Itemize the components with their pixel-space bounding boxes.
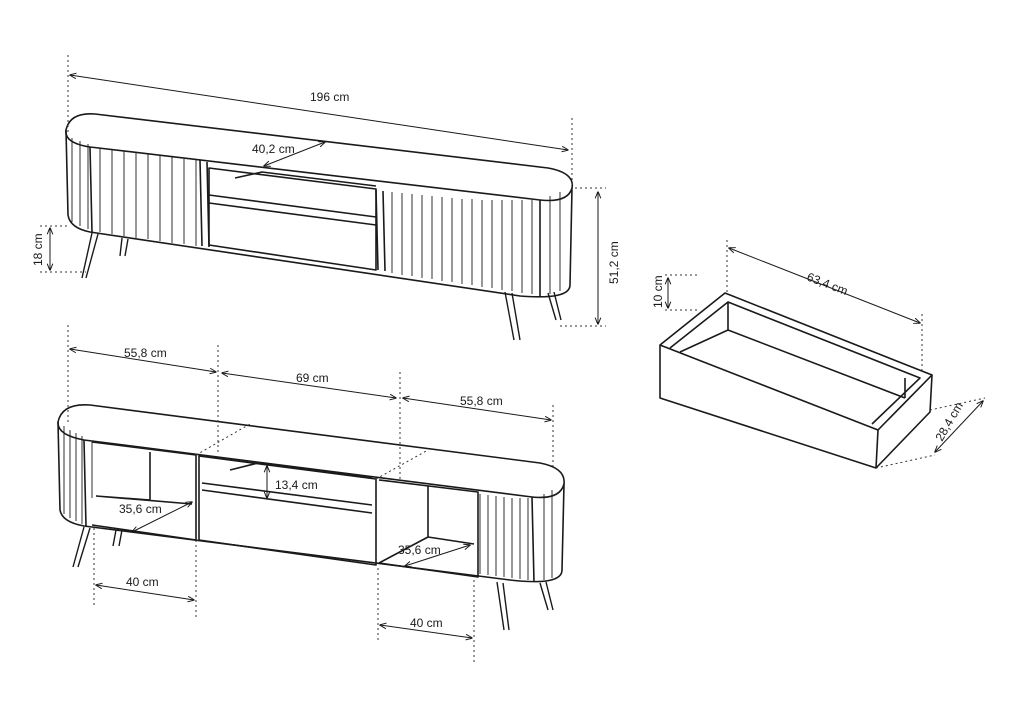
left-depth-label: 35,6 cm (119, 502, 162, 516)
total-height-label: 51,2 cm (607, 241, 621, 284)
leg-height-label: 18 cm (31, 233, 45, 266)
tv-unit-front-view: 196 cm 40,2 cm 18 cm 51,2 cm (31, 55, 621, 341)
tv-unit-open-view: 55,8 cm 69 cm 55,8 cm 13,4 cm 35,6 cm 35… (57, 325, 565, 662)
right-section-label: 55,8 cm (460, 394, 503, 408)
drawer-length-label: 63,4 cm (805, 270, 850, 298)
width-label: 196 cm (310, 90, 349, 104)
left-section-label: 55,8 cm (124, 346, 167, 360)
right-depth-label: 35,6 cm (398, 543, 441, 557)
left-width-label: 40 cm (126, 575, 159, 589)
shelf-height-label: 13,4 cm (275, 478, 318, 492)
right-width-label: 40 cm (410, 616, 443, 630)
middle-section-label: 69 cm (296, 371, 329, 385)
depth-label: 40,2 cm (252, 142, 295, 156)
drawer-view: 63,4 cm 10 cm 28,4 cm (651, 240, 986, 469)
drawer-height-label: 10 cm (651, 275, 665, 308)
